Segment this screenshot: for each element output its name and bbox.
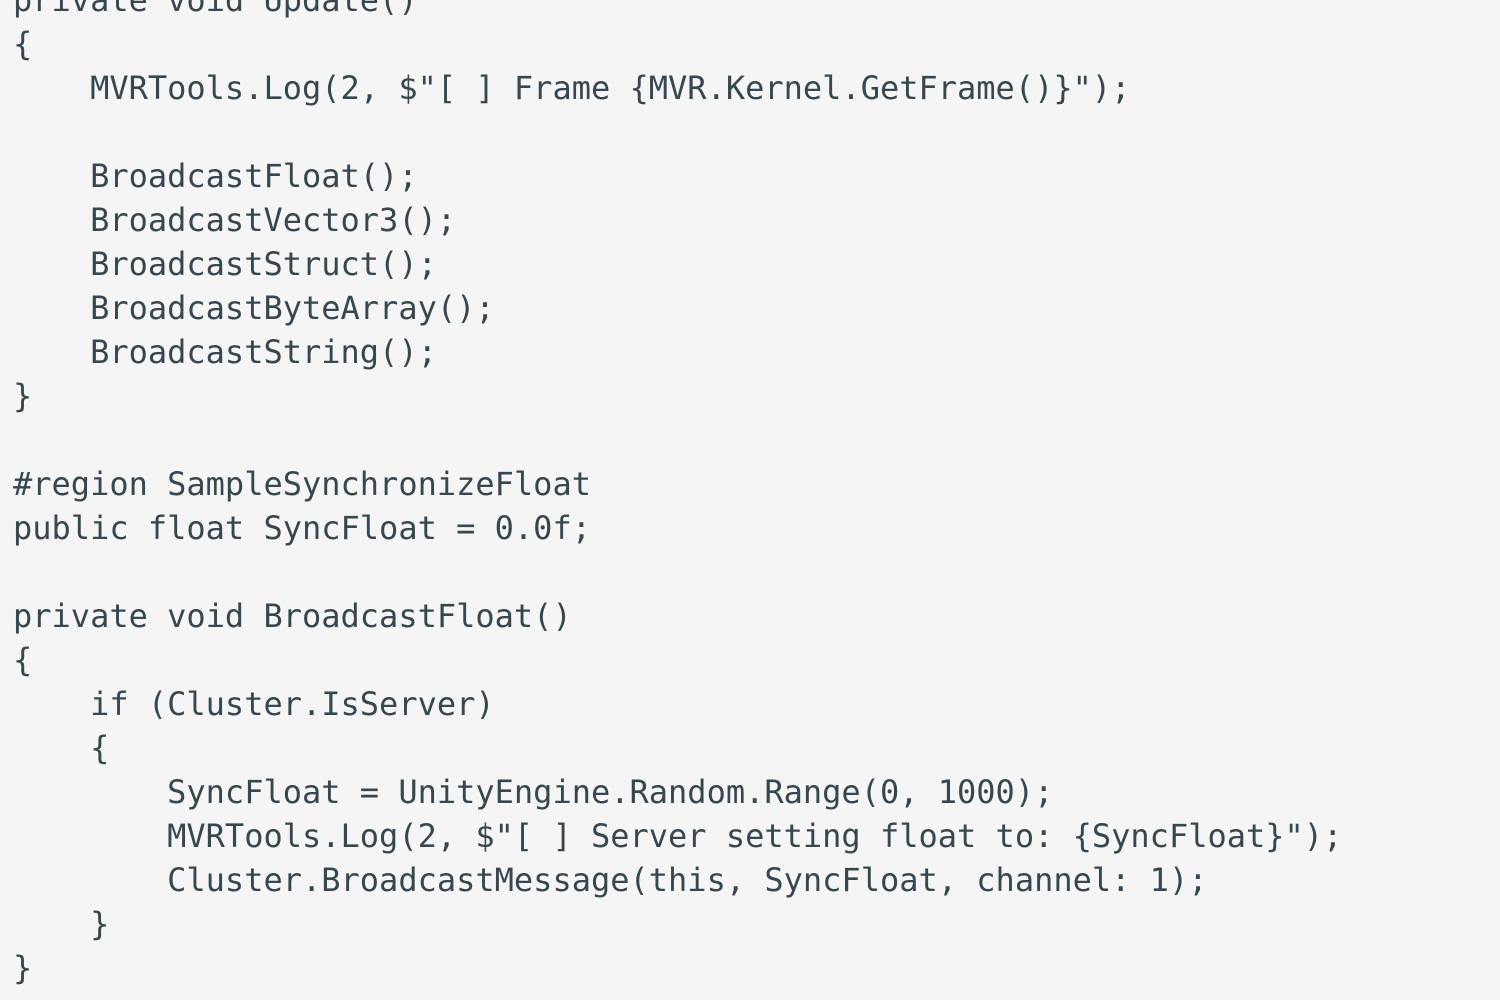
- code-line: [13, 550, 1342, 594]
- code-line: }: [13, 905, 110, 943]
- code-line: public float SyncFloat = 0.0f;: [13, 509, 591, 547]
- code-line: #region SampleSynchronizeFloat: [13, 465, 591, 503]
- code-line: MVRTools.Log(2, $"[ ] Frame {MVR.Kernel.…: [13, 69, 1131, 107]
- code-line: BroadcastFloat();: [13, 157, 418, 195]
- code-line: [13, 110, 1342, 154]
- code-line: BroadcastByteArray();: [13, 289, 495, 327]
- code-line: private void BroadcastFloat(): [13, 597, 572, 635]
- code-line: }: [13, 377, 33, 415]
- code-block: private void Update() { MVRTools.Log(2, $…: [13, 0, 1342, 990]
- code-line: SyncFloat = UnityEngine.Random.Range(0, …: [13, 773, 1054, 811]
- code-line: MVRTools.Log(2, $"[ ] Server setting flo…: [13, 817, 1343, 855]
- code-line: private void Update(): [13, 0, 418, 19]
- code-line: if (Cluster.IsServer): [13, 685, 495, 723]
- code-line: BroadcastString();: [13, 333, 437, 371]
- code-line: BroadcastStruct();: [13, 245, 437, 283]
- code-line: {: [13, 641, 33, 679]
- code-line: Cluster.BroadcastMessage(this, SyncFloat…: [13, 861, 1208, 899]
- code-line: {: [13, 729, 110, 767]
- code-line: BroadcastVector3();: [13, 201, 457, 239]
- code-line: }: [13, 949, 33, 987]
- code-line: {: [13, 25, 33, 63]
- code-line: [13, 418, 1342, 462]
